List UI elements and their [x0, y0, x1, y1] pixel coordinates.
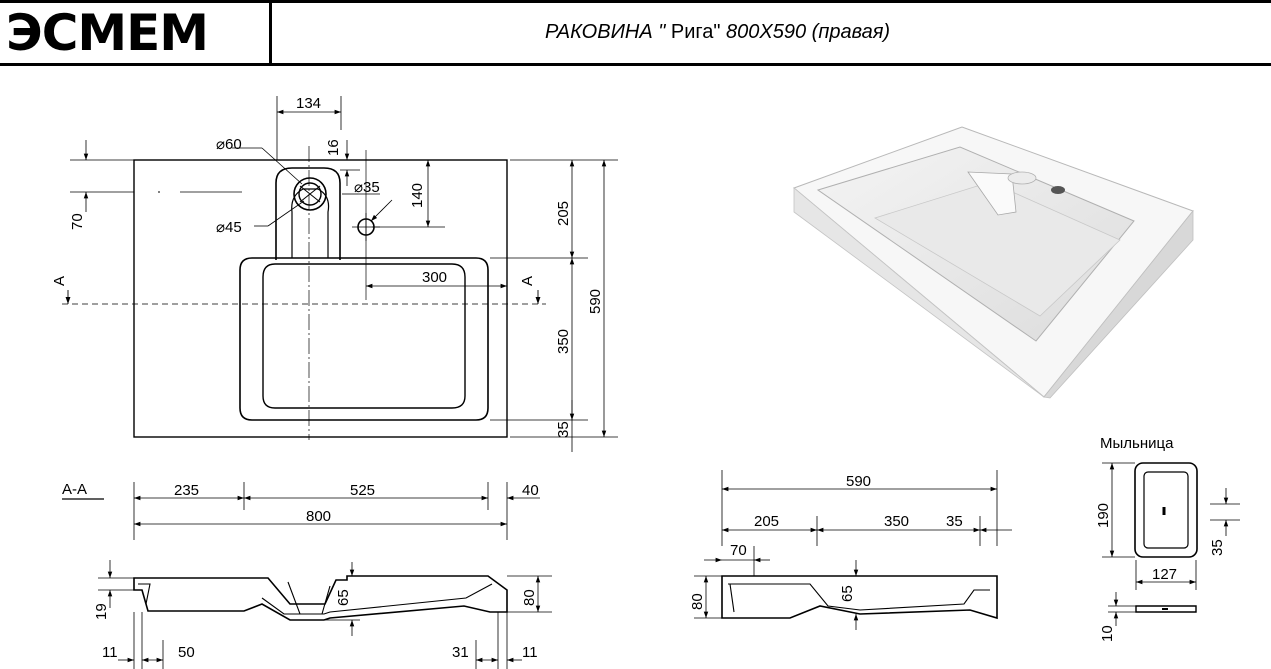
dim-65: 65: [335, 589, 352, 606]
section-aa: A-A 235 525 40 800 19 65 80: [62, 481, 552, 669]
dim-dia-35: ⌀35: [354, 179, 380, 196]
dim-70: 70: [69, 213, 86, 230]
title-prefix: РАКОВИНА ": [545, 21, 666, 43]
section-marker-right: A: [519, 276, 536, 286]
side-dim-590: 590: [846, 473, 871, 490]
basin-inner: [262, 263, 466, 409]
side-dim-205: 205: [754, 513, 779, 530]
side-profile: [721, 575, 998, 620]
dim-35: 35: [555, 421, 572, 438]
title-suffix: 800Х590 (правая): [720, 21, 891, 43]
dim-40: 40: [522, 482, 539, 499]
side-dim-80: 80: [689, 593, 706, 610]
overflow-channel: [275, 167, 341, 260]
side-dim-70: 70: [730, 542, 747, 559]
side-view: 590 205 350 35 70 80 65: [689, 470, 1012, 630]
sink-3d-render: [793, 126, 1194, 399]
soap-dish-title: Мыльница: [1100, 435, 1174, 452]
dim-50: 50: [178, 644, 195, 661]
title-block: ЭСМЕМ РАКОВИНА " Рига" 800Х590 (правая): [0, 0, 1271, 66]
logo-cell: ЭСМЕМ: [0, 3, 272, 63]
dim-16: 16: [325, 139, 342, 156]
section-aa-label: A-A: [62, 481, 87, 498]
basin-outer: [239, 257, 489, 421]
soap-dish-inner: [1143, 471, 1189, 549]
company-logo: ЭСМЕМ: [6, 4, 209, 62]
dim-80: 80: [521, 589, 538, 606]
soap-dim-127: 127: [1152, 566, 1177, 583]
dim-205: 205: [555, 201, 572, 226]
soap-dim-10: 10: [1099, 625, 1116, 642]
drawing-title: РАКОВИНА " Рига" 800Х590 (правая): [545, 21, 890, 44]
section-marker-left: A: [51, 276, 68, 286]
technical-drawing: A A 134 16 140 70 300 ⌀60 ⌀45: [51, 95, 1240, 669]
dim-134: 134: [296, 95, 321, 112]
dim-19: 19: [93, 603, 110, 620]
soap-dish-outline: [1134, 462, 1198, 558]
dim-800: 800: [306, 508, 331, 525]
title-model-name: Рига": [665, 21, 721, 43]
soap-dish-view: Мыльница 190 35 127 10: [1095, 435, 1240, 642]
dim-11-right: 11: [522, 644, 538, 661]
dim-11-left: 11: [102, 644, 118, 661]
drain-hole-45: [298, 182, 322, 206]
dim-235: 235: [174, 482, 199, 499]
sink-outline: [133, 159, 508, 438]
dim-31: 31: [452, 644, 469, 661]
dim-140: 140: [409, 183, 426, 208]
drain-hole-60: [293, 177, 327, 211]
dim-dia-60: ⌀60: [216, 136, 242, 153]
dim-dia-45: ⌀45: [216, 219, 242, 236]
dim-300: 300: [422, 269, 447, 286]
side-dim-65: 65: [839, 585, 856, 602]
overflow-inner: [291, 188, 330, 258]
side-dim-35: 35: [946, 513, 963, 530]
plan-view: A A 134 16 140 70 300 ⌀60 ⌀45: [51, 95, 618, 452]
side-dim-350: 350: [884, 513, 909, 530]
section-profile: [133, 575, 508, 621]
soap-dim-190: 190: [1095, 503, 1112, 528]
dim-590: 590: [587, 289, 604, 314]
dim-525: 525: [350, 482, 375, 499]
dim-350: 350: [555, 329, 572, 354]
soap-dim-35: 35: [1209, 539, 1226, 556]
